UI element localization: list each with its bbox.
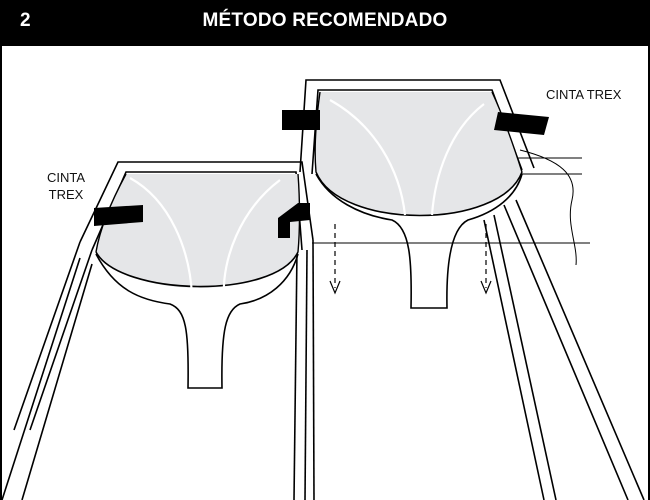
- left-frame: [1, 161, 315, 500]
- right-mesh-bag: [314, 91, 523, 309]
- tape-left-bag-left: [94, 205, 143, 226]
- tape-label-left: CINTA TREX: [44, 169, 88, 203]
- step-header: 2 MÉTODO RECOMENDADO: [0, 0, 650, 46]
- right-background-lines: [312, 149, 590, 266]
- installation-diagram: [1, 79, 645, 500]
- tape-label-left-line2: TREX: [48, 187, 84, 202]
- tape-left-bag-right: [278, 203, 310, 238]
- step-title: MÉTODO RECOMENDADO: [202, 10, 448, 31]
- tape-strips: [94, 110, 549, 238]
- tape-right-bag-left: [282, 110, 320, 130]
- step-number: 2: [20, 10, 31, 31]
- tape-label-right: CINTA TREX: [546, 87, 622, 102]
- tape-right-bag-right: [494, 112, 549, 135]
- dashed-arrows: [329, 224, 492, 295]
- tape-label-left-line1: CINTA: [46, 170, 86, 185]
- left-mesh-bag: [95, 173, 301, 389]
